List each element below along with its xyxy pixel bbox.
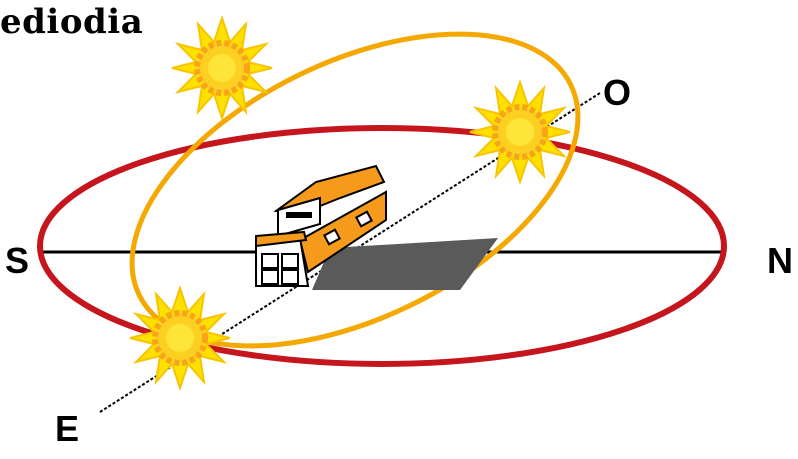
house-shadow — [312, 238, 498, 290]
horizon-orbit — [37, 125, 727, 367]
west-label: O — [603, 72, 632, 113]
north-label: N — [767, 240, 793, 281]
south-label: S — [5, 240, 30, 281]
noon-sun-orbit — [129, 31, 581, 349]
caption-text: ediodia — [0, 2, 144, 42]
house-icon — [255, 164, 387, 287]
sun-icon — [172, 18, 272, 118]
east-label: E — [55, 408, 80, 449]
